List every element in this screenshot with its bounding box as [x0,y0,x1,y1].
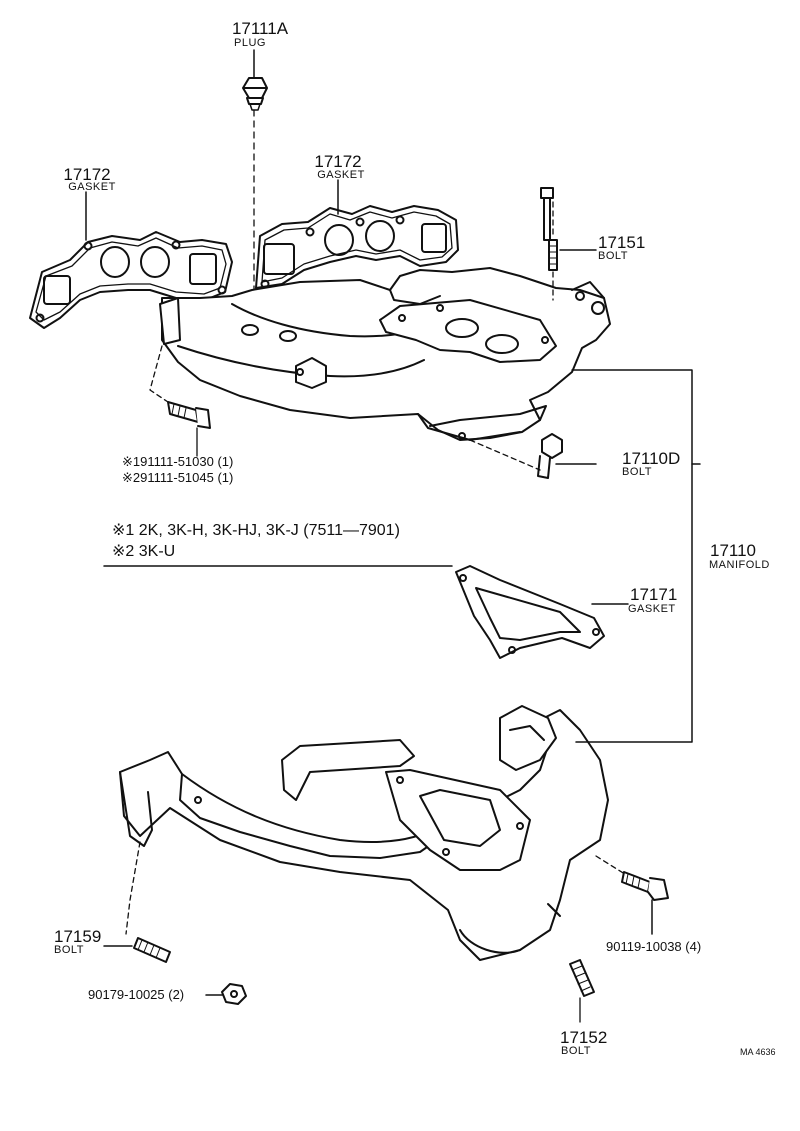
bolt-17152-name: BOLT [561,1045,591,1057]
bolt-17110d-name: BOLT [622,466,652,478]
plug-number: 17111A [231,19,289,38]
bolt-17151-name: BOLT [598,250,628,262]
manifold-number: 17110 [710,541,757,560]
gasket-17171-name: GASKET [628,603,676,615]
exhaust-manifold-drawing [119,705,609,961]
gasket-center-number: 17172 [314,152,362,171]
gasket-left-name: GASKET [68,181,116,193]
bolt-90119-drawing [621,871,669,901]
bolt-17159-name: BOLT [54,944,84,956]
gasket-center-drawing [255,205,459,289]
intake-manifold-drawing [159,267,611,441]
gasket-17171-drawing [455,565,605,659]
manifold-name: MANIFOLD [709,559,770,571]
gasket-17171-number: 17171 [630,585,678,604]
bolt-17152-number: 17152 [560,1028,608,1047]
bolt-variant-2: ※291111-51045 (1) [122,470,234,485]
bolt-17151-number: 17151 [598,233,646,252]
bolt-17159-number: 17159 [54,927,102,946]
upper-stud-drawing [540,187,554,241]
plug-name: PLUG [234,37,266,49]
bolt-90119-number: 90119-10038 (4) [606,939,702,954]
gasket-left-drawing [29,231,233,329]
diagram-code: MA 4636 [740,1047,776,1057]
plug-drawing [242,77,268,111]
gasket-center-name: GASKET [317,169,365,181]
model-note-1: ※1 2K, 3K-H, 3K-HJ, 3K-J (7511—7901) [112,522,400,539]
model-note-2: ※2 3K-U [112,543,176,560]
gasket-left-number: 17172 [63,165,111,184]
nut-90179-drawing [221,983,247,1005]
bolt-variant-drawing [167,401,211,429]
bolt-17110d-drawing [537,433,563,479]
leader-lines [85,49,701,996]
nut-90179-number: 90179-10025 (2) [88,987,185,1002]
bolt-17110d-number: 17110D [622,449,681,468]
bolt-17151-drawing [548,239,558,271]
bolt-variant-1: ※191111-51030 (1) [122,454,234,469]
bolt-17152-drawing [569,959,595,997]
bolt-17159-drawing [133,937,171,963]
